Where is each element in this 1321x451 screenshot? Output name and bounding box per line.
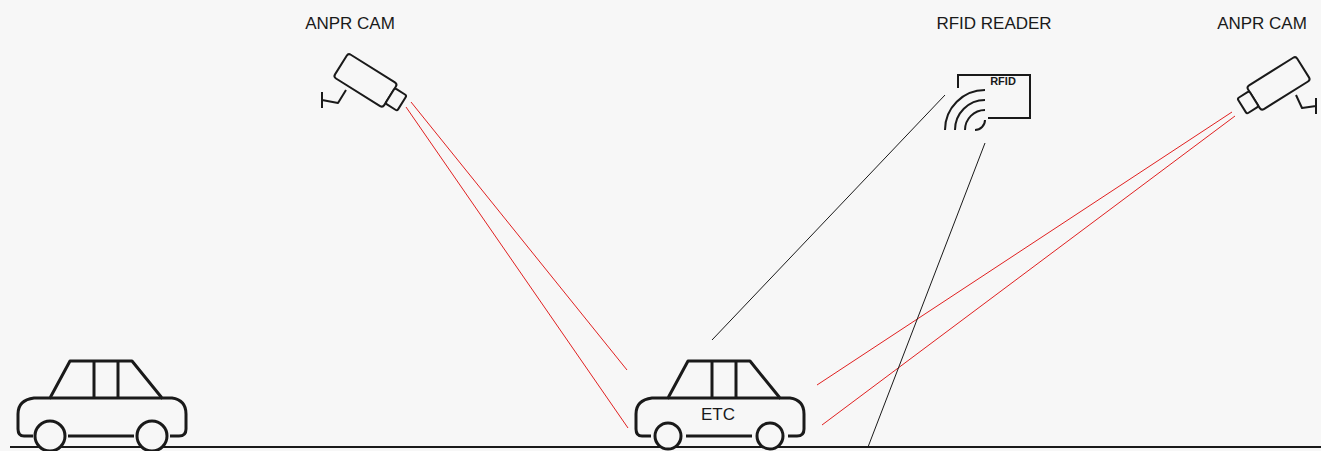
camera-label: ANPR CAM: [1217, 14, 1307, 34]
reader-tag: RFID: [990, 75, 1016, 88]
rfid-reader: RFID READERRFID: [940, 12, 1035, 147]
camera-icon: [1235, 56, 1316, 118]
camera-label: ANPR CAM: [305, 14, 395, 34]
etc-car: ETC: [630, 356, 812, 451]
camera-icon: [322, 53, 409, 115]
rfid-link: [712, 95, 945, 340]
rfid-field-line: [868, 143, 985, 447]
car-tag: ETC: [701, 405, 735, 425]
node-outline: [630, 356, 812, 451]
camera-beams: [406, 102, 1235, 428]
reader-label: RFID READER: [936, 14, 1051, 34]
car-icon: [18, 361, 186, 451]
